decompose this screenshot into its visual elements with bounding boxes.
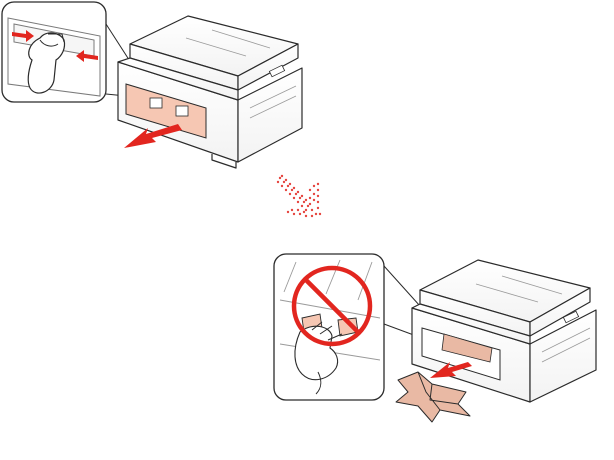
step-2-group xyxy=(274,254,596,422)
inset-squeeze-tabs xyxy=(2,2,106,102)
rear-unit-tab-left xyxy=(150,98,162,108)
dotted-arrow-down-right-icon xyxy=(277,175,321,217)
inset-do-not-touch xyxy=(274,254,384,400)
step-1-group xyxy=(2,2,302,168)
printer-2 xyxy=(412,260,596,402)
rear-unit-tab-right xyxy=(176,106,188,116)
hand-reaching-icon xyxy=(295,326,338,379)
